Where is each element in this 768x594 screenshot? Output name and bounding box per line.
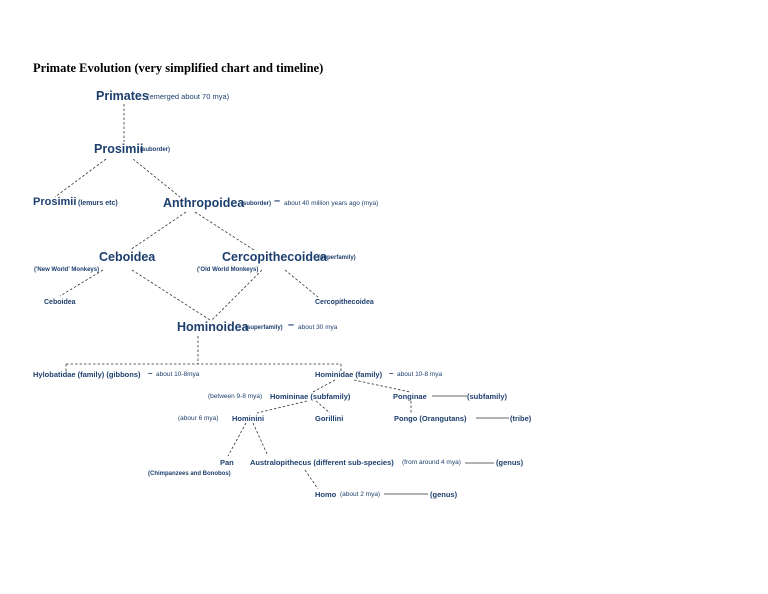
node-cercopithecoidea: Cercopithecoidea — [222, 250, 327, 264]
connector-homininae-hominini — [256, 400, 308, 414]
node-gorillini: Gorillini — [315, 414, 344, 423]
node-pan: Pan — [220, 458, 234, 467]
connector-cercopithecoidea-leaf — [284, 269, 319, 298]
connector-ceboidea-hominoidea — [131, 269, 211, 321]
node-ceboidea-note: ('New World' Monkeys) — [34, 267, 100, 273]
connector-anthropoidea-cercopithecoidea — [194, 211, 255, 251]
node-hylobatidae: Hylobatidae (family) (gibbons) — [33, 370, 141, 379]
connector-ceboidea-leaf — [59, 269, 104, 297]
node-homininae: Homininae (subfamily) — [270, 392, 351, 401]
node-primates: Primates — [96, 89, 149, 103]
node-pongo-rank: (tribe) — [510, 414, 532, 423]
connector-hominini-pan — [227, 422, 247, 457]
node-prosimii-lemurs-note: (lemurs etc) — [78, 200, 118, 207]
connector-prosimii-lemurs — [54, 158, 107, 198]
connector-australopithecus-homo — [304, 469, 319, 490]
node-cercopithecoidea-note2: ('Old World Monkeys) — [197, 267, 259, 273]
node-primates-note: (emerged about 70 mya) — [147, 92, 230, 101]
node-ceboidea: Ceboidea — [99, 250, 156, 264]
node-australopithecus-rank: (genus) — [496, 458, 524, 467]
chart-title: Primate Evolution (very simplified chart… — [33, 61, 324, 75]
node-hominidae: Hominidae (family) — [315, 370, 383, 379]
connector-hominidae-ponginae — [353, 379, 411, 393]
node-hominidae-dash: – — [389, 369, 394, 378]
node-hylobatidae-dash: – — [148, 369, 153, 378]
connector-hominidae-homininae — [312, 379, 336, 393]
node-pan-note: (Chimpanzees and Bonobos) — [148, 471, 231, 477]
node-homo: Homo — [315, 490, 337, 499]
node-homininae-date: (between 9-8 mya) — [208, 393, 263, 400]
node-australopithecus-date: (from around 4 mya) — [402, 459, 461, 466]
node-homo-rank: (genus) — [430, 490, 458, 499]
node-anthropoidea: Anthropoidea — [163, 196, 245, 210]
leaf-ceboidea: Ceboidea — [44, 299, 76, 306]
connector-hominini-australopithecus — [252, 422, 269, 457]
leaf-cercopithecoidea: Cercopithecoidea — [315, 299, 374, 306]
connector-anthropoidea-ceboidea — [129, 211, 187, 251]
node-hominidae-date: about 10-8 mya — [397, 371, 443, 378]
node-anthropoidea-dash: – — [274, 195, 281, 207]
node-anthropoidea-note: (suborder) — [241, 201, 271, 207]
node-hominoidea: Hominoidea — [177, 320, 249, 334]
connector-homininae-gorillini — [315, 400, 331, 414]
node-homo-date: (about 2 mya) — [340, 491, 381, 498]
node-anthropoidea-date: about 40 million years ago (mya) — [284, 200, 379, 207]
node-prosimii-suborder: Prosimii — [94, 142, 144, 156]
connector-cercopithecoidea-hominoidea — [211, 269, 263, 321]
node-pongo: Pongo (Orangutans) — [394, 414, 467, 423]
node-hominoidea-dash: – — [288, 319, 295, 331]
node-hylobatidae-date: about 10-8mya — [156, 371, 200, 378]
connector-prosimii-anthropoidea — [132, 158, 181, 198]
node-australopithecus: Australopithecus (different sub-species) — [250, 458, 394, 467]
node-hominini-date: (abour 6 mya) — [178, 415, 219, 422]
node-ponginae-rank: (subfamily) — [467, 392, 508, 401]
node-hominoidea-note: (superfamily) — [245, 325, 283, 331]
node-cercopithecoidea-note: (superfamily) — [318, 255, 356, 261]
node-prosimii-lemurs: Prosimii — [33, 196, 77, 208]
node-prosimii-suborder-note: (suborder) — [140, 147, 170, 153]
node-ponginae: Ponginae — [393, 392, 427, 401]
node-hominoidea-date: about 30 mya — [298, 324, 338, 331]
node-hominini: Hominini — [232, 414, 265, 423]
